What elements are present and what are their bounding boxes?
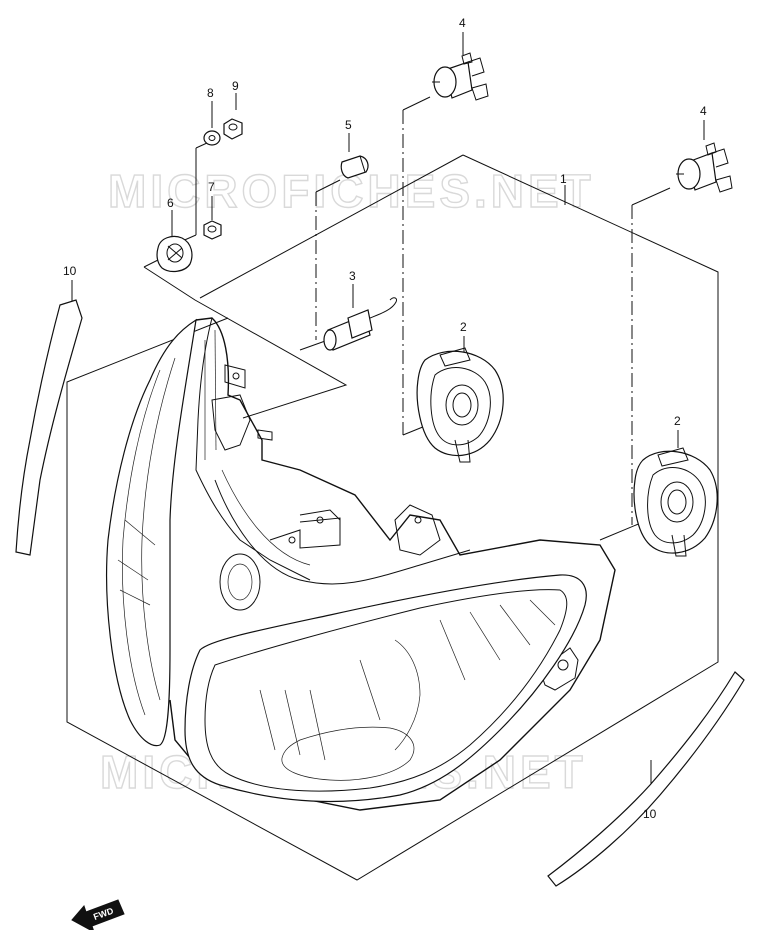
callout-nut-lower: 7 [208, 180, 215, 194]
assembly-boundary [66, 154, 719, 881]
socket-right [633, 447, 718, 557]
callout-bulb-right: 4 [700, 104, 707, 118]
callout-bulb-top: 4 [459, 16, 466, 30]
callout-washer: 8 [207, 86, 214, 100]
washer [203, 130, 221, 146]
callout-socket-right: 2 [674, 414, 681, 428]
position-bulb-socket [323, 297, 397, 351]
callout-socket-left: 2 [460, 320, 467, 334]
callout-grommet: 6 [167, 196, 174, 210]
position-bulb [340, 155, 369, 179]
seal-right [547, 671, 745, 887]
callout-position-bulb-socket: 3 [349, 269, 356, 283]
callout-position-bulb: 5 [345, 118, 352, 132]
callout-seal-right: 10 [643, 807, 657, 821]
seal-left [15, 299, 83, 556]
headlamp-bulb-right [676, 142, 733, 193]
fwd-arrow-icon: FWD [71, 899, 125, 930]
leader-lines [71, 32, 705, 805]
grommet [156, 235, 193, 273]
callout-seal-left: 10 [63, 264, 77, 278]
socket-left [416, 347, 504, 463]
callout-assembly: 1 [560, 172, 567, 186]
callout-nut-upper: 9 [232, 79, 239, 93]
headlamp-housing [106, 317, 616, 811]
headlamp-bulb-top [432, 52, 489, 101]
nut-lower [203, 220, 222, 240]
nut-upper [223, 118, 243, 140]
